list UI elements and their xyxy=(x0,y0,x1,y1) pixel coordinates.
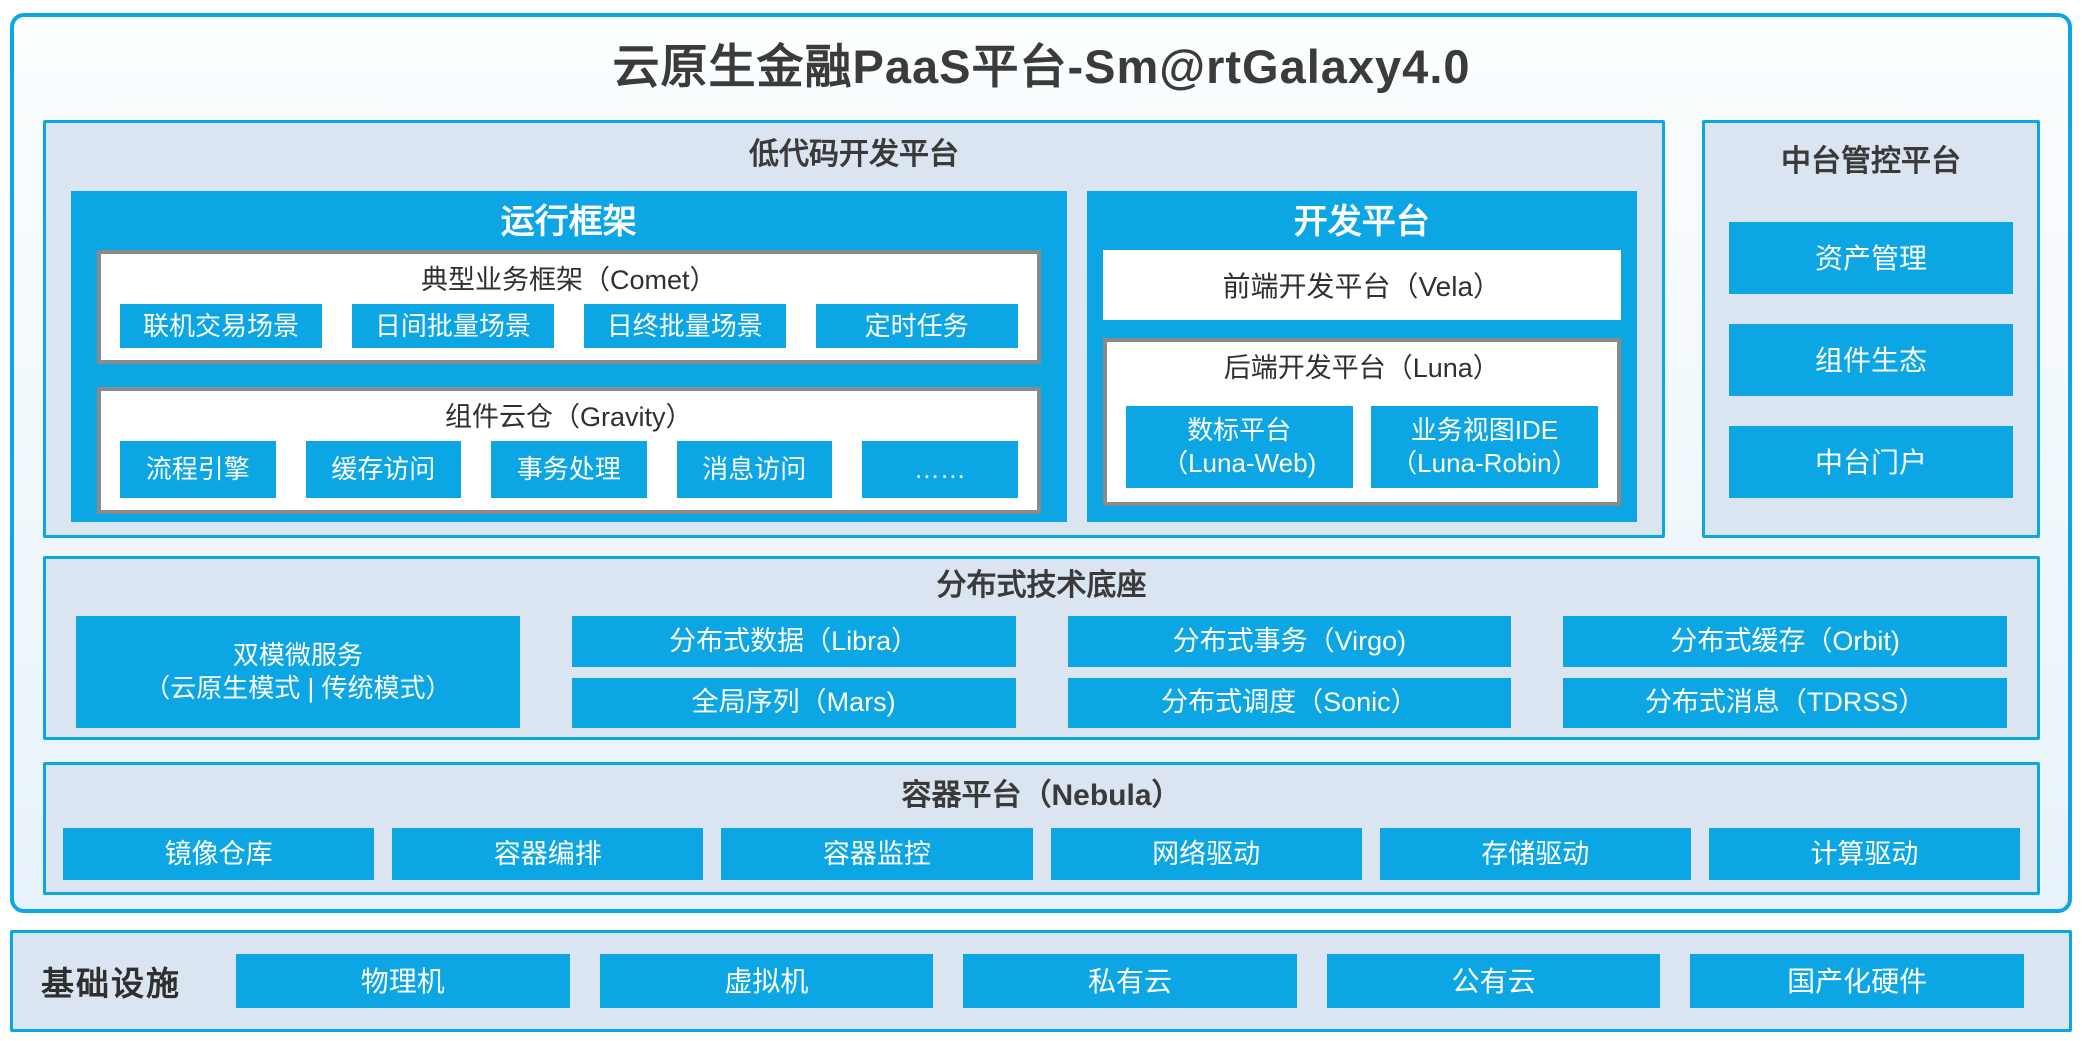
vela-box: 前端开发平台（Vela） xyxy=(1102,250,1621,320)
midplatform-chip: 资产管理 xyxy=(1729,222,2013,294)
panel-container-platform: 容器平台（Nebula） 镜像仓库 容器编排 容器监控 网络驱动 存储驱动 计算… xyxy=(43,762,2040,895)
top-row: 低代码开发平台 运行框架 典型业务框架（Comet） 联机交易场景 日间批量场景… xyxy=(43,120,2040,538)
gravity-chip: …… xyxy=(862,441,1018,498)
infrastructure-chip: 虚拟机 xyxy=(599,954,934,1008)
gravity-chip: 缓存访问 xyxy=(305,441,462,498)
container-chip: 计算驱动 xyxy=(1708,828,2021,880)
distributed-chip: 分布式消息（TDRSS） xyxy=(1563,677,2007,728)
box-dev-title: 开发平台 xyxy=(1293,203,1430,241)
midplatform-chip-column: 资产管理 组件生态 中台门户 xyxy=(1729,222,2013,498)
distributed-col: 分布式数据（Libra） 全局序列（Mars) xyxy=(571,616,1016,728)
lowcode-body: 运行框架 典型业务框架（Comet） 联机交易场景 日间批量场景 日终批量场景 … xyxy=(71,191,1637,522)
infrastructure-chip: 国产化硬件 xyxy=(1690,954,2024,1008)
distributed-body: 双模微服务 （云原生模式 | 传统模式） 分布式数据（Libra） 全局序列（M… xyxy=(46,616,2037,728)
frame-comet-title: 典型业务框架（Comet） xyxy=(421,265,717,295)
gravity-chip: 消息访问 xyxy=(676,441,833,498)
panel-lowcode-title: 低代码开发平台 xyxy=(749,138,959,171)
infrastructure-chip: 公有云 xyxy=(1326,954,1661,1008)
panel-midplatform: 中台管控平台 资产管理 组件生态 中台门户 xyxy=(1702,120,2040,538)
comet-chip: 定时任务 xyxy=(815,304,1018,349)
dualmode-line2: （云原生模式 | 传统模式） xyxy=(144,673,452,703)
panel-distributed-title: 分布式技术底座 xyxy=(936,569,1147,602)
luna-chip: 业务视图IDE （Luna-Robin） xyxy=(1370,406,1598,488)
panel-infrastructure: 基础设施 物理机 虚拟机 私有云 公有云 国产化硬件 xyxy=(10,930,2072,1032)
panel-lowcode: 低代码开发平台 运行框架 典型业务框架（Comet） 联机交易场景 日间批量场景… xyxy=(43,120,1665,538)
comet-chip: 联机交易场景 xyxy=(120,304,322,349)
distributed-chip: 分布式缓存（Orbit) xyxy=(1563,616,2007,667)
page-title: 云原生金融PaaS平台-Sm@rtGalaxy4.0 xyxy=(612,40,1471,93)
box-runtime-title: 运行框架 xyxy=(500,203,637,241)
container-chip: 存储驱动 xyxy=(1379,828,1691,880)
container-chip-row: 镜像仓库 容器编排 容器监控 网络驱动 存储驱动 计算驱动 xyxy=(46,828,2037,880)
gravity-chip-row: 流程引擎 缓存访问 事务处理 消息访问 …… xyxy=(101,441,1037,498)
distributed-col: 分布式缓存（Orbit) 分布式消息（TDRSS） xyxy=(1563,616,2007,728)
comet-chip: 日间批量场景 xyxy=(351,304,554,349)
dualmode-line1: 双模微服务 xyxy=(232,640,363,670)
panel-container-platform-title: 容器平台（Nebula） xyxy=(901,779,1182,812)
container-chip: 容器监控 xyxy=(721,828,1033,880)
container-chip: 网络驱动 xyxy=(1050,828,1362,880)
gravity-chip: 流程引擎 xyxy=(120,441,276,498)
panel-distributed: 分布式技术底座 双模微服务 （云原生模式 | 传统模式） 分布式数据（Libra… xyxy=(43,556,2040,740)
diagram-root: 云原生金融PaaS平台-Sm@rtGalaxy4.0 低代码开发平台 运行框架 … xyxy=(10,13,2072,913)
comet-chip-row: 联机交易场景 日间批量场景 日终批量场景 定时任务 xyxy=(101,304,1037,349)
distributed-chip: 全局序列（Mars) xyxy=(571,677,1016,728)
luna-chip-line2: （Luna-Web) xyxy=(1162,448,1317,478)
container-chip: 容器编排 xyxy=(392,828,704,880)
distributed-chip: 分布式数据（Libra） xyxy=(571,616,1016,667)
luna-chip-line1: 数标平台 xyxy=(1187,415,1292,445)
panel-midplatform-title: 中台管控平台 xyxy=(1781,145,1961,178)
container-chip: 镜像仓库 xyxy=(63,828,375,880)
infrastructure-label: 基础设施 xyxy=(41,965,181,1002)
luna-chip-row: 数标平台 （Luna-Web) 业务视图IDE （Luna-Robin） xyxy=(1107,406,1617,488)
frame-comet: 典型业务框架（Comet） 联机交易场景 日间批量场景 日终批量场景 定时任务 xyxy=(97,250,1041,365)
distributed-chip: 分布式调度（Sonic） xyxy=(1067,677,1512,728)
infrastructure-chip-row: 物理机 虚拟机 私有云 公有云 国产化硬件 xyxy=(236,954,2024,1008)
distributed-chip: 分布式事务（Virgo) xyxy=(1067,616,1512,667)
midplatform-chip: 组件生态 xyxy=(1729,324,2013,396)
luna-chip-line2: （Luna-Robin） xyxy=(1391,448,1578,478)
box-runtime: 运行框架 典型业务框架（Comet） 联机交易场景 日间批量场景 日终批量场景 … xyxy=(71,191,1067,522)
frame-luna: 后端开发平台（Luna） 数标平台 （Luna-Web) 业务视图IDE （Lu… xyxy=(1102,338,1621,506)
box-dev: 开发平台 前端开发平台（Vela） 后端开发平台（Luna） 数标平台 （Lun… xyxy=(1086,191,1637,522)
frame-gravity: 组件云仓（Gravity） 流程引擎 缓存访问 事务处理 消息访问 …… xyxy=(97,387,1041,514)
comet-chip: 日终批量场景 xyxy=(583,304,786,349)
frame-gravity-title: 组件云仓（Gravity） xyxy=(445,402,693,433)
infrastructure-chip: 物理机 xyxy=(236,954,570,1008)
luna-chip-line1: 业务视图IDE xyxy=(1410,415,1559,445)
midplatform-chip: 中台门户 xyxy=(1729,426,2013,498)
distributed-col: 分布式事务（Virgo) 分布式调度（Sonic） xyxy=(1067,616,1512,728)
frame-luna-title: 后端开发平台（Luna） xyxy=(1223,353,1500,383)
dualmode-chip: 双模微服务 （云原生模式 | 传统模式） xyxy=(76,616,520,728)
distributed-col-dualmode: 双模微服务 （云原生模式 | 传统模式） xyxy=(76,616,520,728)
gravity-chip: 事务处理 xyxy=(491,441,647,498)
infrastructure-chip: 私有云 xyxy=(963,954,1297,1008)
luna-chip: 数标平台 （Luna-Web) xyxy=(1125,406,1353,488)
